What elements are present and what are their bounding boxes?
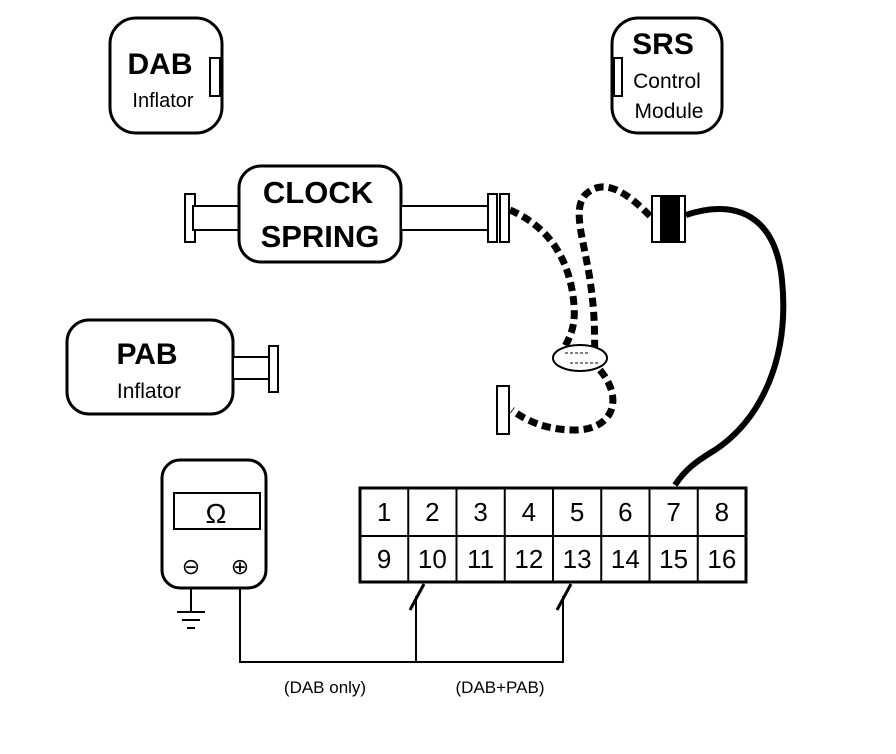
pin-13: 13 [563,544,592,574]
pab-inflator: PAB Inflator [65,318,279,416]
pin-11: 11 [467,544,494,574]
clock-spring-line1: CLOCK [263,175,374,210]
pin-12: 12 [514,544,543,574]
dab-subtitle: Inflator [132,90,193,112]
ground-icon [177,588,205,629]
harness-wires [508,183,787,487]
minus-terminal-icon: ⊖ [182,554,200,579]
srs-line3: Module [635,100,704,123]
dab-inflator: DAB Inflator [108,16,224,135]
plus-terminal-icon: ⊕ [231,554,249,579]
pab-subtitle: Inflator [117,380,181,403]
pin-10: 10 [418,544,447,574]
srs-title: SRS [632,28,694,61]
pab-harness-connector [496,385,510,435]
harness-junction [552,344,608,372]
omega-icon: Ω [206,498,227,529]
pin-1: 1 [377,497,391,527]
srs-control-module: SRS Control Module [610,16,724,135]
probe-wires [239,583,573,663]
pin-15: 15 [659,544,688,574]
ohmmeter: Ω ⊖ ⊕ [160,458,268,590]
dab-title: DAB [128,48,193,81]
srs-line2: Control [633,70,701,93]
clock-spring-line2: SPRING [261,219,380,254]
label-dab-pab: (DAB+PAB) [456,678,545,697]
pin-16: 16 [707,544,736,574]
pab-title: PAB [116,338,177,371]
pin-9: 9 [377,544,391,574]
clock-spring: CLOCK SPRING [184,164,510,264]
pin-14: 14 [611,544,640,574]
pin-2: 2 [425,497,439,527]
pin-8: 8 [715,497,729,527]
pin-5: 5 [570,497,584,527]
pin-6: 6 [618,497,632,527]
pin-4: 4 [522,497,536,527]
pin-7: 7 [666,497,680,527]
pin-3: 3 [473,497,487,527]
srs-connector [651,195,686,243]
label-dab-only: (DAB only) [284,678,366,697]
